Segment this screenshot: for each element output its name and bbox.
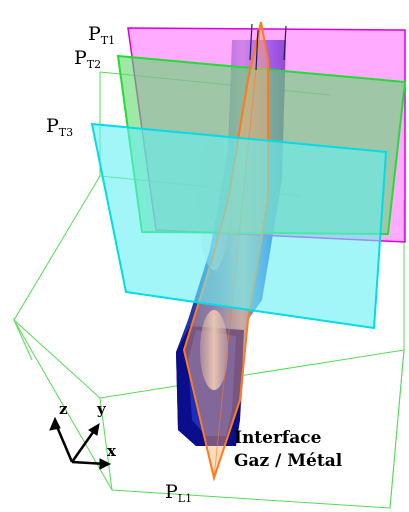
plane-label-pt1: PT1 bbox=[88, 23, 115, 47]
y-axis-label: y bbox=[96, 400, 107, 418]
interface-label-line1: Interface bbox=[234, 428, 322, 448]
svg-text:PT3: PT3 bbox=[46, 115, 73, 139]
svg-text:PT2: PT2 bbox=[74, 47, 101, 71]
plane-pt3 bbox=[92, 124, 386, 328]
x-axis-label: x bbox=[107, 442, 117, 460]
svg-text:PT1: PT1 bbox=[88, 23, 115, 47]
plane-label-pt3: PT3 bbox=[46, 115, 73, 139]
plane-label-pl1: PL1 bbox=[165, 481, 192, 505]
interface-label-line2: Gaz / Métal bbox=[234, 451, 343, 471]
coordinate-axes bbox=[50, 418, 110, 469]
svg-text:PL1: PL1 bbox=[165, 481, 192, 505]
plane-label-pt2: PT2 bbox=[74, 47, 101, 71]
z-axis-label: z bbox=[59, 400, 68, 418]
